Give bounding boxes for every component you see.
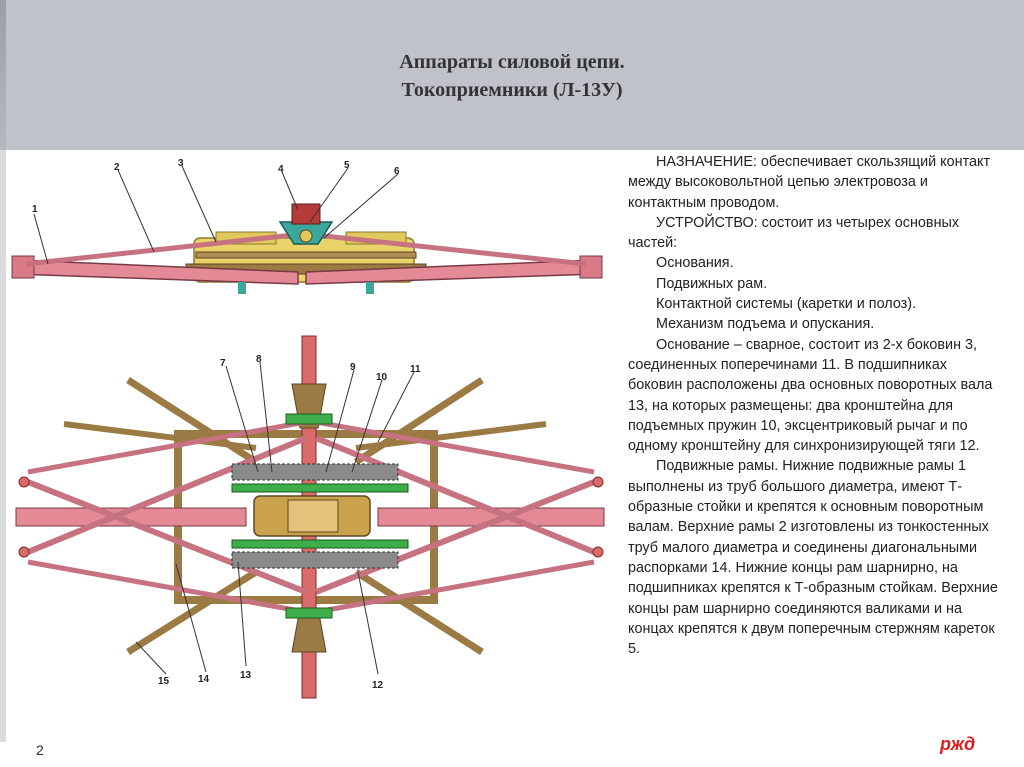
footer-bar — [0, 742, 628, 767]
side-view — [11, 165, 603, 294]
callout-6: 6 — [394, 166, 400, 177]
callout-1: 1 — [32, 204, 38, 215]
text-paragraph: Подвижные рамы. Нижние подвижные рамы 1 … — [628, 458, 998, 658]
page-number: 2 — [36, 742, 44, 758]
text-paragraph: НАЗНАЧЕНИЕ: обеспечивает скользящий конт… — [628, 154, 991, 211]
left-margin-bar — [0, 150, 6, 767]
callout-13: 13 — [240, 670, 252, 681]
text-paragraph: Основание – сварное, состоит из 2-х боко… — [628, 336, 993, 455]
header-accent-strip — [0, 0, 6, 150]
callout-9: 9 — [350, 362, 356, 373]
callout-3: 3 — [178, 158, 184, 169]
plan-view — [15, 335, 605, 699]
pantograph-drawing: 1 2 3 4 5 6 7 8 9 10 11 12 13 14 15 — [11, 158, 605, 699]
text-paragraph: Подвижных рам. — [656, 275, 768, 292]
callout-7: 7 — [220, 358, 226, 369]
callout-10: 10 — [376, 372, 388, 383]
text-paragraph: УСТРОЙСТВО: состоит из четырех основных … — [628, 214, 960, 252]
callout-4: 4 — [278, 164, 284, 175]
callout-5: 5 — [344, 160, 350, 171]
text-paragraph: Контактной системы (каретки и полоз). — [656, 296, 917, 313]
title-line-1: Аппараты силовой цепи. — [399, 51, 625, 73]
text-paragraph: Механизм подъема и опускания. — [656, 316, 875, 333]
callout-15: 15 — [158, 676, 170, 687]
callout-8: 8 — [256, 354, 262, 365]
title-line-2: Токоприемники (Л-13У) — [401, 79, 623, 101]
callout-2: 2 — [114, 162, 120, 173]
text-paragraph: Основания. — [656, 255, 734, 272]
callout-12: 12 — [372, 680, 384, 691]
rzd-logo: ржд — [940, 734, 976, 754]
slide-header: Аппараты силовой цепи. Токоприемники (Л-… — [0, 0, 1024, 150]
callout-14: 14 — [198, 674, 210, 685]
pantograph-figure: 1 2 3 4 5 6 7 8 9 10 11 12 13 14 15 — [6, 152, 622, 742]
description-text-panel: НАЗНАЧЕНИЕ: обеспечивает скользящий конт… — [628, 152, 1000, 748]
slide-title: Аппараты силовой цепи. Токоприемники (Л-… — [0, 48, 1024, 104]
callout-11: 11 — [410, 364, 421, 375]
